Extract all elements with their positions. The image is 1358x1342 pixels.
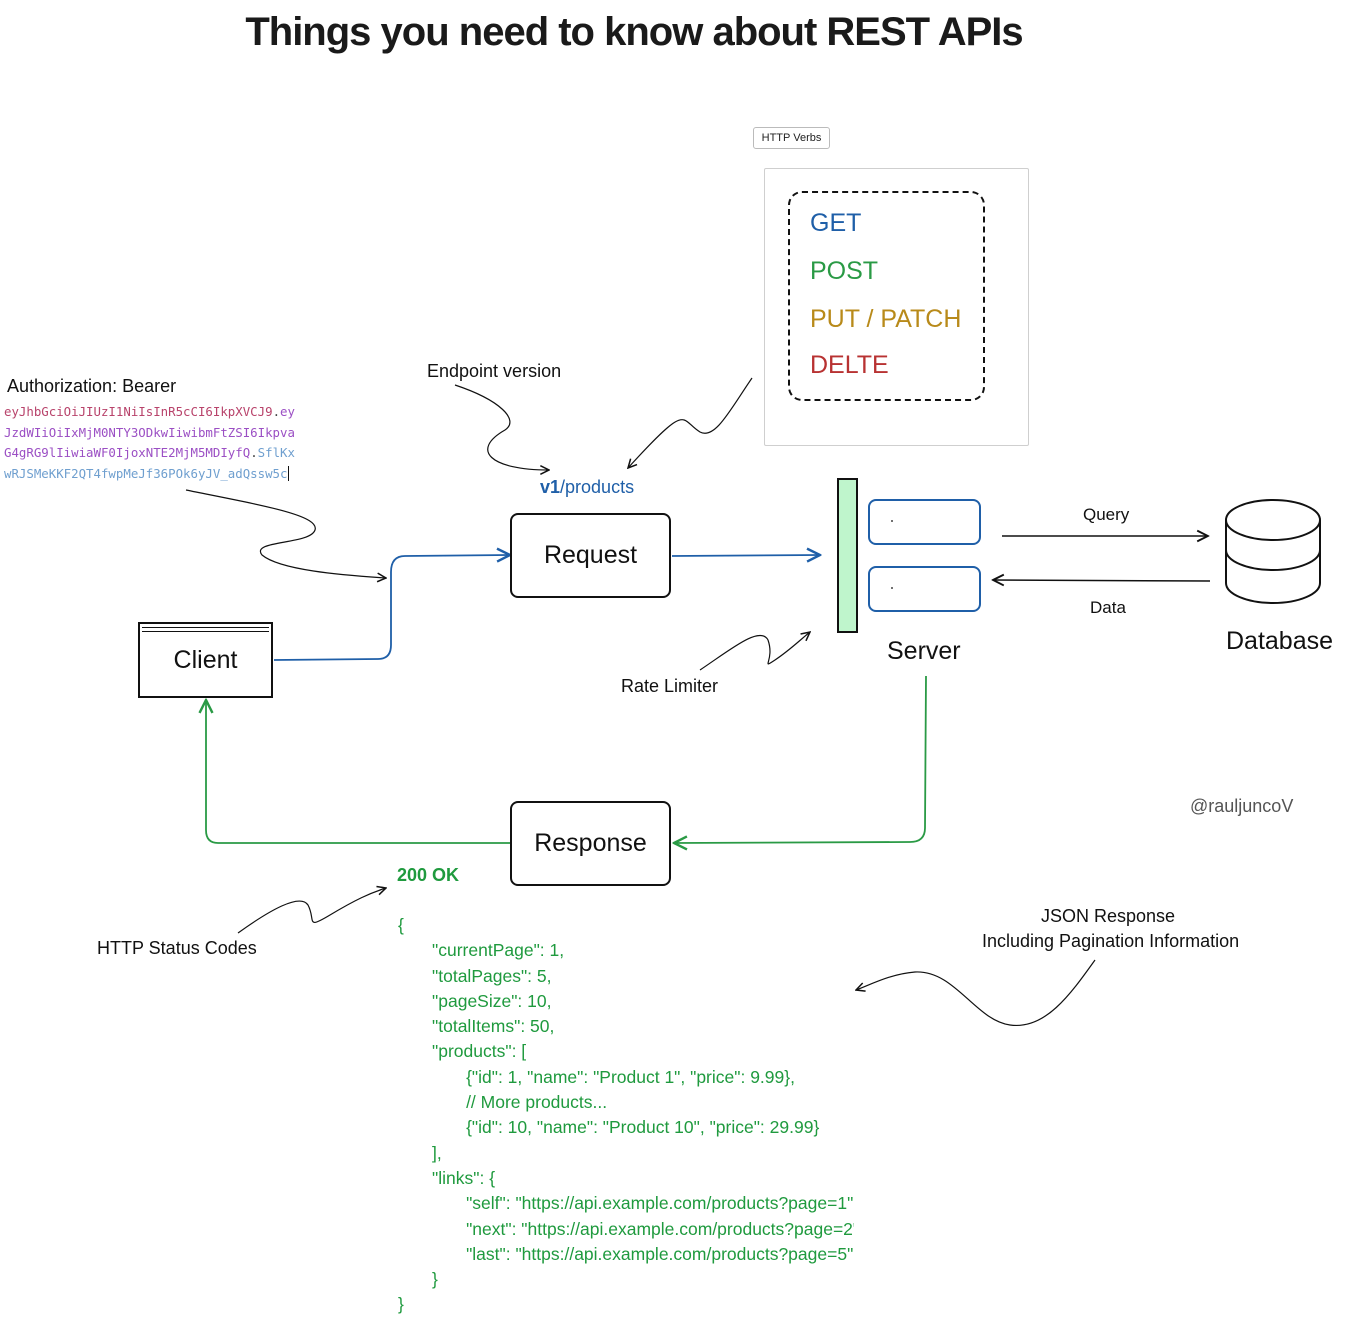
rate-limiter-bar (837, 478, 858, 633)
server-label: Server (887, 637, 961, 665)
diagram-title: Things you need to know about REST APIs (245, 10, 1023, 54)
verb-put-patch: PUT / PATCH (810, 305, 962, 333)
client-window-bar (142, 627, 269, 632)
pagination-note: Including Pagination Information (982, 931, 1240, 951)
status-annotation-squiggle (237, 888, 386, 934)
query-label: Query (1083, 505, 1130, 524)
request-to-server-arrow (671, 555, 820, 556)
token-signature: SflKx wRJSMeKKF2QT4fwpMeJf36POk6yJV_adQs… (4, 445, 295, 482)
endpoint-path: v1/products (540, 477, 634, 498)
verbs-annotation-squiggle (628, 377, 753, 468)
endpoint-version-note: Endpoint version (427, 361, 562, 381)
authorization-note: Authorization: Bearer (7, 376, 177, 396)
endpoint-annotation-squiggle (454, 384, 549, 470)
server-to-response-arrow (674, 675, 927, 843)
verb-get: GET (810, 209, 862, 237)
auth-annotation-squiggle (185, 489, 386, 578)
data-arrow (993, 580, 1211, 581)
server-instance-2 (868, 566, 981, 612)
token-header: eyJhbGciOiJIUzI1NiIsInR5cCI6IkpXVCJ9 (4, 404, 273, 419)
json-response-body: { "currentPage": 1, "totalPages": 5, "pa… (398, 915, 854, 1315)
http-status-codes-note: HTTP Status Codes (97, 938, 257, 958)
endpoint-version: v1 (540, 477, 561, 497)
client-to-request-arrow (273, 555, 510, 661)
token-dot-2: . (250, 445, 258, 461)
bearer-token: eyJhbGciOiJIUzI1NiIsInR5cCI6IkpXVCJ9.ey … (4, 402, 295, 485)
author-handle: @rauljuncoV (1190, 796, 1294, 816)
http-verbs-label: HTTP Verbs (753, 127, 830, 149)
json-response-note: JSON Response (1041, 906, 1176, 926)
text-caret (288, 466, 290, 482)
response-label: Response (534, 829, 647, 857)
request-node: Request (510, 513, 671, 598)
rate-limiter-note: Rate Limiter (621, 676, 719, 696)
request-label: Request (543, 541, 638, 569)
json-annotation-squiggle (856, 959, 1096, 1027)
endpoint-resource: /products (560, 477, 635, 497)
status-code: 200 OK (397, 865, 460, 885)
token-dot-1: . (272, 404, 281, 419)
database-label: Database (1226, 627, 1334, 655)
client-label: Client (173, 645, 238, 674)
token-payload: ey JzdWIiOiIxMjM0NTY3ODkwIiwibmFtZSI6Ikp… (4, 404, 295, 461)
data-label: Data (1090, 598, 1126, 617)
rate-limiter-annotation-squiggle (699, 632, 810, 671)
verb-post: POST (810, 257, 879, 285)
http-verbs-box (788, 191, 985, 401)
verb-delete: DELTE (810, 351, 889, 379)
client-node: Client (138, 622, 273, 698)
response-to-client-arrow (206, 700, 510, 844)
response-node: Response (510, 801, 671, 886)
server-instance-1 (868, 499, 981, 545)
database-icon (1225, 499, 1321, 604)
